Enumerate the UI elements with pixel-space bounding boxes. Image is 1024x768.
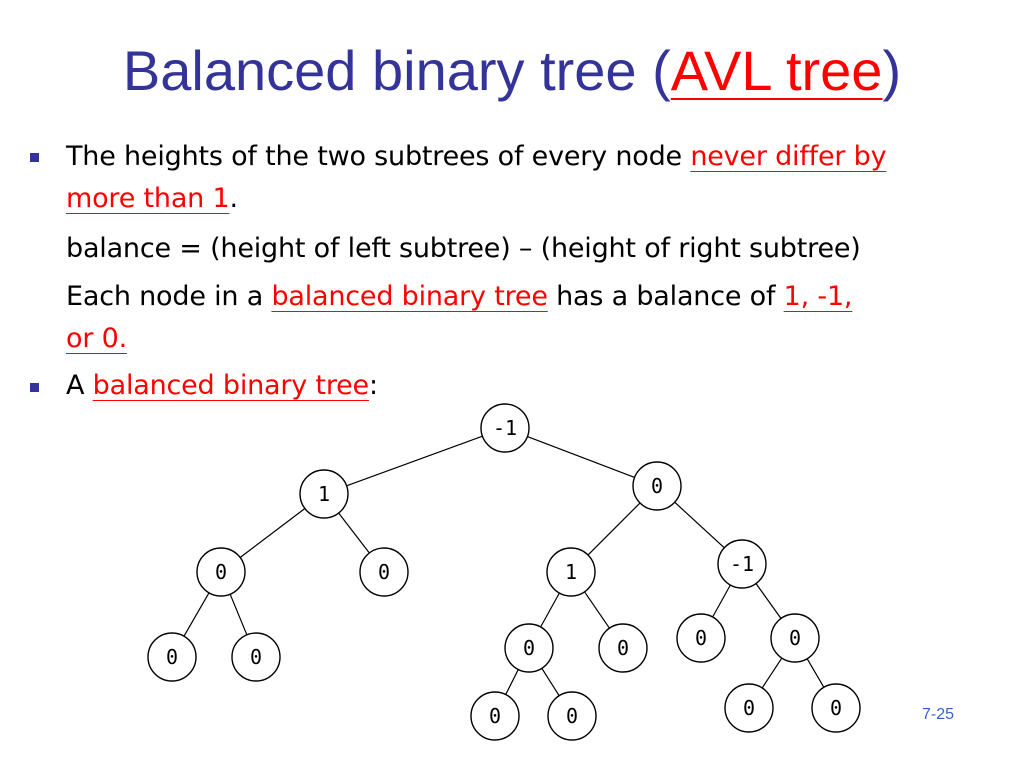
tree-node-label: 0 <box>789 626 801 650</box>
tree-node-R: 0 <box>632 461 682 511</box>
tree-node-root: -1 <box>480 403 530 453</box>
tree-node-label: 0 <box>830 696 842 720</box>
title-prefix: Balanced binary tree ( <box>122 39 671 102</box>
tree-node-circle <box>359 547 409 597</box>
tree-node-RR: -1 <box>717 539 767 589</box>
tree-node-label: 1 <box>318 482 330 506</box>
tree-edge-LL-LLL <box>183 592 210 637</box>
tree-node-RRR: 0 <box>770 613 820 663</box>
tree-node-label: 0 <box>651 474 663 498</box>
tree-edge-RR-RRL <box>712 584 731 618</box>
tree-node-circle <box>632 461 682 511</box>
bullet-1-highlight-b: more than 1 <box>66 183 230 214</box>
tree-node-label: 0 <box>743 696 755 720</box>
tree-edge-R-RL <box>587 502 641 556</box>
title-suffix: ) <box>882 39 902 102</box>
tree-edge-root-R <box>527 435 635 479</box>
tree-node-label: -1 <box>493 416 517 440</box>
tree-node-L: 1 <box>299 469 349 519</box>
tree-node-circle <box>147 632 197 682</box>
balance-note-highlight-a: balanced binary tree <box>271 281 548 312</box>
tree-node-circle <box>598 623 648 673</box>
tree-node-circle <box>547 691 597 741</box>
balance-note-line-1: Each node in a balanced binary tree has … <box>66 276 853 318</box>
tree-node-label: 0 <box>250 645 262 669</box>
tree-node-label: 0 <box>489 704 501 728</box>
tree-edge-RLL-RLLR <box>541 667 560 697</box>
tree-node-circle <box>231 632 281 682</box>
tree-edges <box>183 435 825 697</box>
tree-edge-RR-RRR <box>755 583 782 619</box>
tree-edge-L-LR <box>338 512 370 554</box>
tree-nodes: -1 1 0 0 0 0 0 1 -1 0 0 0 0 0 0 0 0 <box>147 403 861 741</box>
tree-node-circle <box>480 403 530 453</box>
tree-node-label: 1 <box>565 560 577 584</box>
bullet-1-line-1: The heights of the two subtrees of every… <box>66 136 887 178</box>
tree-node-circle <box>724 683 774 733</box>
bullet-2-text-a: A <box>66 370 93 401</box>
tree-node-LLL: 0 <box>147 632 197 682</box>
tree-node-circle <box>470 691 520 741</box>
tree-node-label: 0 <box>378 560 390 584</box>
tree-edge-RLL-RLLL <box>505 669 519 695</box>
balance-note-highlight-b: 1, -1, <box>783 281 853 312</box>
balance-formula: balance = (height of left subtree) – (he… <box>66 233 861 264</box>
bullet-marker-1 <box>30 153 39 162</box>
tree-edge-RRR-RRRL <box>761 657 783 689</box>
tree-node-RL: 1 <box>546 547 596 597</box>
slide-number: 7-25 <box>922 706 955 723</box>
balance-note-line-2: or 0. <box>66 318 127 360</box>
tree-node-label: 0 <box>566 704 578 728</box>
tree-node-RRL: 0 <box>676 613 726 663</box>
bullet-1-line-2: more than 1. <box>66 178 238 220</box>
tree-edge-RL-RLL <box>540 592 560 628</box>
tree-node-circle <box>770 613 820 663</box>
tree-node-LLR: 0 <box>231 632 281 682</box>
tree-node-label: 0 <box>166 645 178 669</box>
tree-node-label: 0 <box>695 626 707 650</box>
bullet-1-text-a: The heights of the two subtrees of every… <box>66 141 691 172</box>
bullet-marker-2 <box>30 383 39 392</box>
slide-title: Balanced binary tree (AVL tree) <box>0 34 1024 108</box>
tree-node-circle <box>717 539 767 589</box>
tree-edge-LL-LLR <box>229 593 248 636</box>
tree-node-circle <box>504 623 554 673</box>
tree-node-LR: 0 <box>359 547 409 597</box>
tree-node-RLLR: 0 <box>547 691 597 741</box>
tree-node-RRRR: 0 <box>811 683 861 733</box>
tree-edge-L-LL <box>239 508 306 558</box>
tree-node-RLLL: 0 <box>470 691 520 741</box>
tree-node-label: 0 <box>215 560 227 584</box>
balance-note-text-a: Each node in a <box>66 281 272 312</box>
bullet-1-highlight-a: never differ by <box>690 141 887 172</box>
tree-edge-RL-RLR <box>584 591 610 629</box>
tree-node-RRRL: 0 <box>724 683 774 733</box>
tree-edge-root-L <box>346 435 483 487</box>
tree-node-circle <box>299 469 349 519</box>
title-highlight: AVL tree <box>670 39 883 102</box>
tree-node-RLR: 0 <box>598 623 648 673</box>
tree-node-circle <box>196 547 246 597</box>
tree-node-circle <box>676 613 726 663</box>
tree-edge-R-RR <box>674 501 725 549</box>
bullet-2-highlight: balanced binary tree <box>92 370 369 401</box>
tree-node-label: 0 <box>617 636 629 660</box>
tree-node-LL: 0 <box>196 547 246 597</box>
tree-node-label: 0 <box>523 636 535 660</box>
tree-node-circle <box>546 547 596 597</box>
tree-node-label: -1 <box>730 552 754 576</box>
tree-edge-RRR-RRRR <box>806 658 825 688</box>
tree-node-circle <box>811 683 861 733</box>
tree-node-RLL: 0 <box>504 623 554 673</box>
balance-note-highlight-c: or 0. <box>66 323 127 354</box>
bullet-2-text-b: : <box>368 370 378 401</box>
bullet-1-text-b: . <box>229 183 238 214</box>
bullet-2: A balanced binary tree: <box>66 365 378 407</box>
balance-note-text-b: has a balance of <box>547 281 784 312</box>
